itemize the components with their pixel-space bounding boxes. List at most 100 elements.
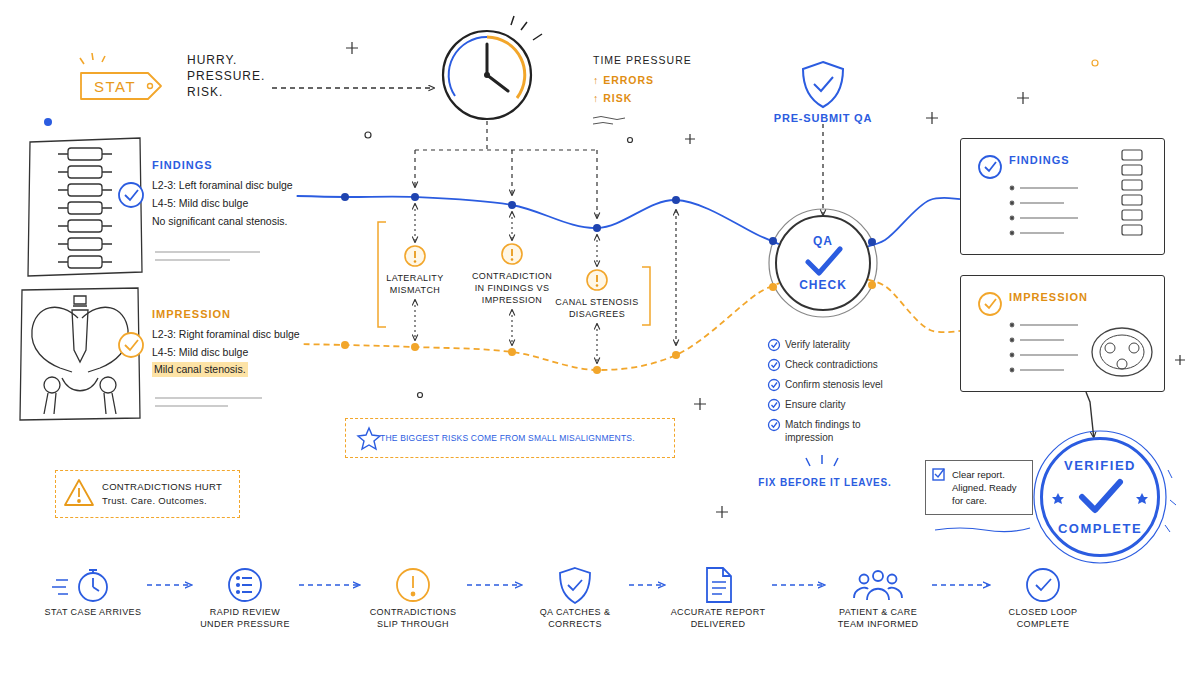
label-text: Match findings to impression [785,418,895,444]
step-icons [1027,569,1059,601]
match-arrow [676,210,677,345]
pelvis-sketch [72,310,88,362]
spine-sketch [58,261,112,262]
warning-icons [414,300,415,340]
stamp-art [1034,431,1176,563]
panel-node: FINDINGSL2-3: Left foraminal disc bulgeL… [148,157,297,232]
shield-icon [803,62,843,107]
panel-bullets [1020,324,1078,325]
warning-icons [596,284,599,287]
step-node: CLOSED LOOP COMPLETE [993,562,1093,630]
step-icons [854,571,902,600]
spine-sketch [58,171,112,172]
stamp-node: VERIFIEDCOMPLETE [1040,437,1160,557]
label-text: ↑ RISK [593,92,632,104]
step-icons [873,571,883,581]
panel-bullets [1010,323,1014,327]
pelvis-sketch [62,378,98,391]
node-text: No significant canal stenosis. [152,212,293,230]
panel-bullets [1020,369,1064,370]
stamp-art [1165,470,1176,532]
node-text: IMPRESSION [1009,291,1164,303]
step-icons [229,569,261,601]
node-text: COMPLETE [1058,521,1142,536]
sparkles [1175,355,1185,365]
pelvis-sketch [73,296,87,306]
spine-sketch [28,138,142,276]
stat-sparks [80,53,105,64]
junction-dot [672,196,680,204]
junction-dot [508,348,516,356]
junction-dot [769,237,777,245]
warning-icons [769,340,780,351]
warn-node: CONTRADICTION IN FINDINGS VS IMPRESSION [466,270,558,306]
findings-panel-art [979,156,1001,178]
spine-sketch [68,202,102,214]
warning-icons [511,212,512,240]
step-icons [229,569,261,601]
fix-sparks [806,455,838,466]
stamp-art [1052,493,1064,504]
clock-icon [484,72,490,78]
panel-bullets [1010,216,1014,220]
step-node: PATIENT & CARE TEAM INFORMED [828,562,928,630]
rpanel-node: IMPRESSION [960,275,1165,392]
node-text: RAPID REVIEW UNDER PRESSURE [195,606,295,630]
warning-icons [769,360,780,371]
impression-panel-art [979,293,1152,376]
sparkles [44,42,1185,518]
connector [467,584,521,585]
shield-icon [814,77,833,91]
step-icons [1027,569,1059,601]
node-text: ACCURATE REPORT DELIVERED [668,606,768,630]
junction-dot [341,341,349,349]
junction-dot [868,238,876,246]
checkbox-icon [933,469,944,480]
node-text: STAT [94,78,136,95]
stamp-art [1034,431,1166,563]
warning-icons [414,251,416,258]
warning-icons [414,204,415,242]
node-text: CANAL STENOSIS DISAGREES [552,296,642,320]
warning-icons [511,258,514,261]
sparkles [1017,92,1029,104]
node-text: CONTRADICTION IN FINDINGS VS IMPRESSION [466,270,558,306]
stamp-art [1136,493,1148,504]
connector [1086,392,1094,437]
brackets [642,267,650,325]
checkbox-icon [935,469,944,477]
connector [868,198,960,246]
panel-bullets [1020,202,1064,203]
warning-triangle [78,488,80,497]
panel-bullets [1020,354,1078,355]
qa-ring [769,209,877,317]
sparkles [418,393,423,398]
clock-feeds [511,150,512,195]
impression-panel-art [979,293,1001,315]
step-icons [860,575,869,584]
spine-sketch [68,148,102,160]
impression-panel-art [985,299,996,308]
warning-triangle [78,500,80,502]
node-text: L2-3: Left foraminal disc bulge [152,176,293,194]
connector [822,124,823,215]
node-text: CONTRADICTIONS HURT [102,480,233,494]
connector [147,584,191,585]
connector [868,280,960,332]
node-text: Trust. Care. Outcomes. [102,494,233,508]
warning-icons [414,260,417,263]
step-node: QA CATCHES & CORRECTS [525,562,625,630]
hurry-arrow [272,88,434,89]
star-icon [358,428,380,449]
hurry-arrow [272,87,434,88]
scribble-lines [155,398,262,406]
warning-icons [596,275,598,282]
warning-triangle [65,480,93,505]
label-text: FIX BEFORE IT LEAVES. [757,477,893,488]
step-icons [237,591,239,593]
step-icons [712,582,726,594]
step-icons [888,575,897,584]
step-icons [707,568,731,602]
node-text: CHECK [799,278,847,292]
junction-dot [411,193,419,201]
